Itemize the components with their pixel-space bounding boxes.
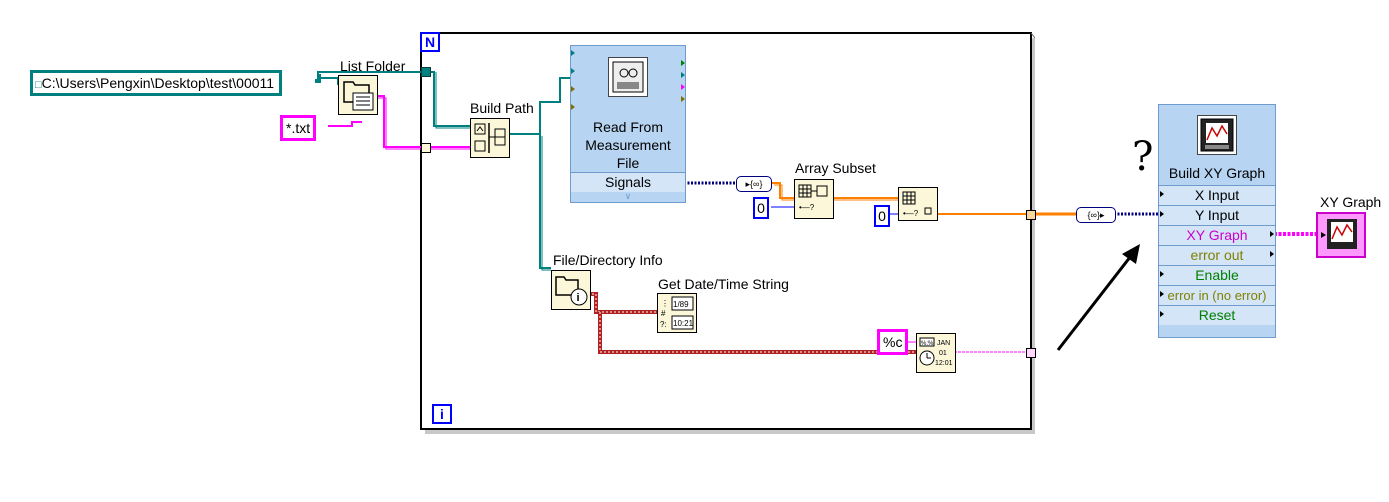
svg-text:01: 01 bbox=[939, 350, 947, 357]
pattern-constant[interactable]: *.txt bbox=[280, 115, 317, 141]
build-path-label: Build Path bbox=[470, 100, 534, 116]
build-xy-graph-title: Build XY Graph bbox=[1168, 165, 1266, 181]
svg-text:JAN: JAN bbox=[937, 340, 950, 347]
format-date-time-node[interactable]: %:% JAN 01 12:01 bbox=[916, 333, 956, 373]
svg-text:•—?: •—? bbox=[799, 203, 815, 212]
loop-iteration-terminal[interactable]: i bbox=[432, 404, 452, 424]
index-array-node[interactable]: •—? bbox=[898, 187, 938, 221]
error-out-terminal[interactable]: error out bbox=[1159, 245, 1275, 265]
array-wire-1 bbox=[772, 182, 796, 199]
get-date-time-string-node[interactable]: 1/89 10:21 ⋮ # ?: bbox=[657, 293, 697, 333]
y-input-terminal[interactable]: Y Input bbox=[1159, 205, 1275, 225]
reset-terminal[interactable]: Reset bbox=[1159, 305, 1275, 325]
list-folder-node[interactable] bbox=[338, 75, 378, 115]
array-subset-label: Array Subset bbox=[795, 160, 876, 176]
convert-dynamic-data-node[interactable]: ▸{∞} bbox=[736, 176, 772, 192]
error-in-terminal[interactable]: error in (no error) bbox=[1159, 285, 1275, 305]
x-input-terminal[interactable]: X Input bbox=[1159, 185, 1275, 205]
question-mark-annotation: ? bbox=[1132, 134, 1154, 180]
svg-text:#: # bbox=[661, 309, 666, 318]
string-wire-pattern bbox=[328, 121, 362, 127]
index-array-icon: •—? bbox=[902, 191, 932, 218]
annotation-arrow bbox=[1056, 251, 1136, 351]
xy-graph-label: XY Graph bbox=[1320, 194, 1382, 210]
zero-constant-1[interactable]: 0 bbox=[753, 197, 769, 219]
svg-text:?:: ?: bbox=[660, 320, 667, 329]
xy-graph-terminal[interactable]: XY Graph bbox=[1159, 225, 1275, 245]
path-wire-to-read-file bbox=[508, 77, 572, 135]
read-measurement-file-vi[interactable]: Read From Measurement File Signals ∨ bbox=[570, 45, 686, 203]
path-wire-to-build-path bbox=[430, 71, 470, 127]
array-subset-icon: •—? bbox=[798, 184, 828, 212]
read-measurement-line3: File bbox=[616, 155, 640, 171]
folder-icon bbox=[343, 81, 374, 111]
get-date-time-string-label: Get Date/Time String bbox=[658, 276, 789, 292]
read-measurement-line1: Read From bbox=[592, 119, 664, 135]
path-wire-to-file-info bbox=[539, 134, 551, 269]
file-directory-info-node[interactable]: i bbox=[551, 270, 591, 310]
read-measurement-line2: Measurement bbox=[585, 137, 671, 153]
svg-text:12:01: 12:01 bbox=[935, 360, 953, 367]
date-time-icon: 1/89 10:21 ⋮ # ?: bbox=[660, 296, 694, 330]
array-output-tunnel[interactable] bbox=[1026, 210, 1036, 220]
svg-text:10:21: 10:21 bbox=[673, 319, 694, 328]
build-path-icon bbox=[474, 123, 506, 153]
measurement-file-icon bbox=[608, 57, 648, 97]
string-output-tunnel[interactable] bbox=[1026, 348, 1036, 358]
expand-chevron-icon[interactable]: ∨ bbox=[624, 191, 632, 201]
svg-text:⋮: ⋮ bbox=[661, 299, 669, 308]
format-constant[interactable]: %c bbox=[877, 329, 909, 355]
info-icon: i bbox=[555, 276, 588, 306]
convert-to-dynamic-data-node[interactable]: {∞}▸ bbox=[1076, 207, 1116, 223]
string-wire-filenames bbox=[376, 95, 425, 148]
path-constant[interactable]: □C:\Users\Pengxin\Desktop\test\00011 bbox=[30, 70, 283, 96]
array-subset-node[interactable]: •—? bbox=[794, 179, 834, 219]
loop-count-terminal[interactable]: N bbox=[420, 32, 440, 52]
file-directory-info-label: File/Directory Info bbox=[553, 252, 663, 268]
svg-text:%:%: %:% bbox=[921, 341, 934, 347]
enable-terminal[interactable]: Enable bbox=[1159, 265, 1275, 285]
build-xy-graph-vi[interactable]: Build XY Graph X Input Y Input XY Graph … bbox=[1158, 104, 1276, 338]
calendar-clock-icon: %:% JAN 01 12:01 bbox=[919, 337, 953, 367]
path-wire-input bbox=[315, 71, 430, 81]
svg-text:1/89: 1/89 bbox=[673, 300, 689, 309]
path-tunnel[interactable] bbox=[421, 67, 431, 77]
xy-graph-indicator[interactable] bbox=[1316, 212, 1366, 258]
build-path-node[interactable] bbox=[470, 118, 510, 158]
string-tunnel[interactable] bbox=[421, 143, 431, 153]
zero-constant-2[interactable]: 0 bbox=[874, 205, 890, 227]
svg-text:i: i bbox=[577, 292, 580, 304]
list-folder-label: List Folder bbox=[340, 58, 406, 74]
svg-text:•—?: •—? bbox=[903, 209, 919, 218]
xy-graph-icon bbox=[1321, 219, 1357, 249]
signals-terminal[interactable]: Signals bbox=[571, 172, 685, 192]
xy-graph-build-icon bbox=[1197, 115, 1237, 155]
